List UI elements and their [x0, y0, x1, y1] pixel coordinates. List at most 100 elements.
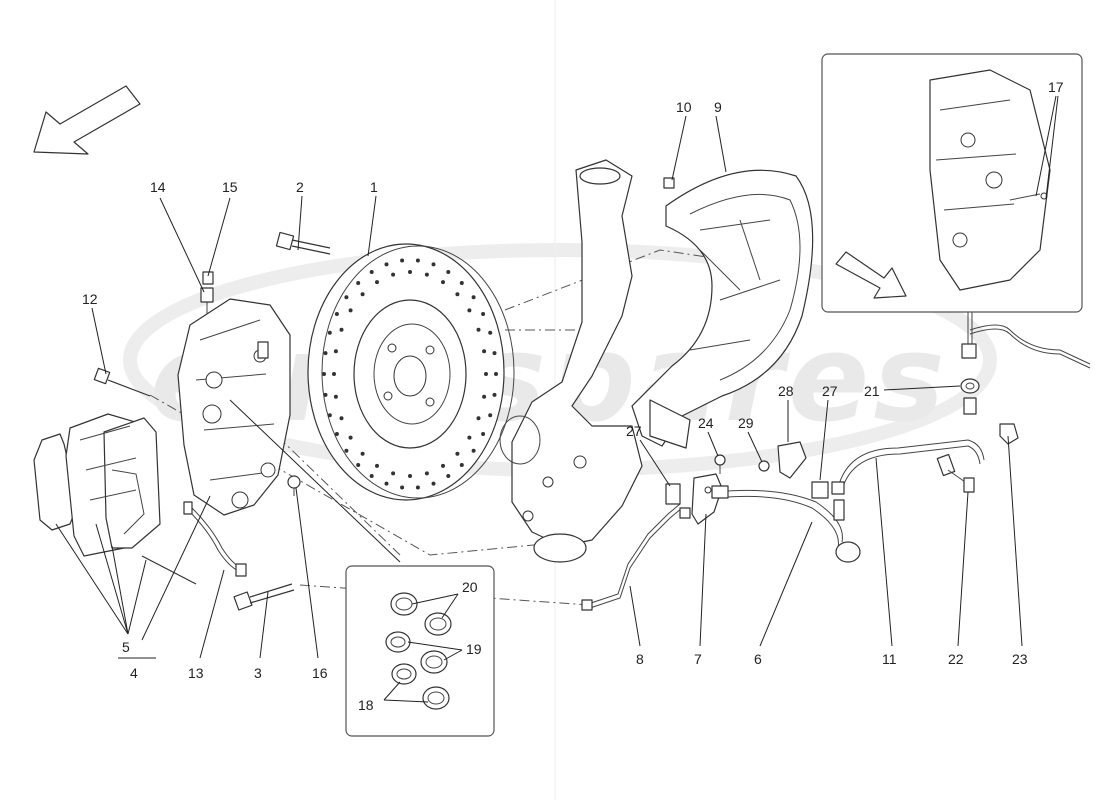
brake-disc [307, 243, 515, 501]
callout-7: 7 [694, 651, 702, 667]
drill-hole [408, 474, 412, 478]
callout-19: 19 [466, 641, 482, 657]
drill-hole [481, 312, 486, 316]
callout-10: 10 [676, 99, 692, 115]
disc-bolt-2 [275, 231, 331, 255]
drill-hole [327, 330, 332, 335]
drill-hole [334, 312, 339, 316]
drill-hole [348, 308, 353, 313]
drill-hole [384, 262, 389, 267]
drill-hole [476, 327, 481, 332]
drill-hole [369, 270, 374, 274]
drill-hole [408, 270, 412, 274]
drill-hole [482, 349, 487, 354]
drill-hole [327, 413, 332, 418]
brake-dust-shield [631, 169, 814, 449]
drill-hole [360, 451, 365, 456]
drill-hole [471, 448, 476, 453]
drill-hole [441, 463, 445, 468]
screw-16 [287, 475, 301, 496]
drill-hole [384, 481, 389, 486]
callout-9: 9 [714, 99, 722, 115]
drill-hole [431, 262, 436, 267]
direction-arrow-icon [33, 85, 141, 155]
drill-hole [344, 295, 349, 300]
caliper-brake-line [183, 501, 247, 577]
brake-pipe-8 [581, 503, 691, 611]
brake-hose-6 [711, 485, 861, 563]
drill-hole [322, 372, 326, 376]
drill-hole [484, 372, 488, 376]
drill-hole [391, 272, 396, 277]
drill-hole [446, 270, 451, 274]
drill-hole [400, 485, 405, 490]
drill-hole [446, 474, 451, 478]
drill-hole [441, 280, 445, 285]
wear-sensor-22 [936, 453, 975, 493]
drill-hole [476, 416, 481, 421]
disc-drill-holes [322, 258, 498, 490]
drill-hole [375, 463, 379, 468]
brake-pipe-11 [831, 310, 1091, 495]
drill-hole [455, 292, 460, 297]
drill-hole [323, 351, 328, 356]
drill-hole [492, 351, 497, 356]
callout-18: 18 [358, 697, 374, 713]
callout-27-left: 27 [626, 423, 642, 439]
pad-pin [141, 555, 197, 585]
drill-hole [424, 471, 429, 476]
wheel-upright [499, 159, 643, 563]
drill-hole [481, 432, 486, 436]
callout-3: 3 [254, 665, 262, 681]
hose-bracket-7 [691, 473, 723, 525]
drill-hole [391, 471, 396, 476]
drill-hole [482, 394, 487, 399]
brake-caliper [177, 298, 291, 516]
drill-hole [348, 435, 353, 440]
drill-hole [467, 308, 472, 313]
drill-hole [375, 280, 379, 285]
leader-lines [55, 95, 1059, 703]
drill-hole [400, 258, 405, 263]
drill-hole [344, 448, 349, 453]
drill-hole [360, 292, 365, 297]
drill-hole [339, 416, 344, 421]
clip-27-right [811, 481, 829, 499]
drill-hole [459, 463, 464, 467]
drill-hole [369, 474, 374, 478]
bracket-28 [777, 441, 807, 479]
callout-28: 28 [778, 383, 794, 399]
callout-17: 17 [1048, 79, 1064, 95]
callout-4: 4 [130, 665, 138, 681]
callout-2: 2 [296, 179, 304, 195]
screw-10 [663, 177, 675, 189]
callout-5: 5 [122, 639, 130, 655]
callout-labels: 1 2 3 4 5 6 7 8 9 10 11 12 13 14 15 16 1… [82, 79, 1064, 713]
drill-hole [356, 463, 361, 467]
seal-kit-inset [345, 565, 495, 737]
drill-hole [459, 281, 464, 285]
callout-1: 1 [370, 179, 378, 195]
callout-12: 12 [82, 291, 98, 307]
brake-pads [33, 413, 161, 557]
callout-6: 6 [754, 651, 762, 667]
callout-21: 21 [864, 383, 880, 399]
callout-24: 24 [698, 415, 714, 431]
caliper-detail-inset [821, 53, 1083, 313]
drill-hole [488, 413, 493, 418]
drill-hole [333, 349, 338, 354]
drill-hole [339, 327, 344, 332]
grommet-21 [960, 378, 980, 415]
callout-29: 29 [738, 415, 754, 431]
callout-11: 11 [882, 651, 897, 667]
drill-hole [334, 432, 339, 436]
caliper-bolt-3 [233, 583, 295, 611]
drill-hole [431, 481, 436, 486]
drill-hole [332, 372, 336, 376]
callout-23: 23 [1012, 651, 1028, 667]
drill-hole [455, 451, 460, 456]
drill-hole [471, 295, 476, 300]
drill-hole [424, 272, 429, 277]
